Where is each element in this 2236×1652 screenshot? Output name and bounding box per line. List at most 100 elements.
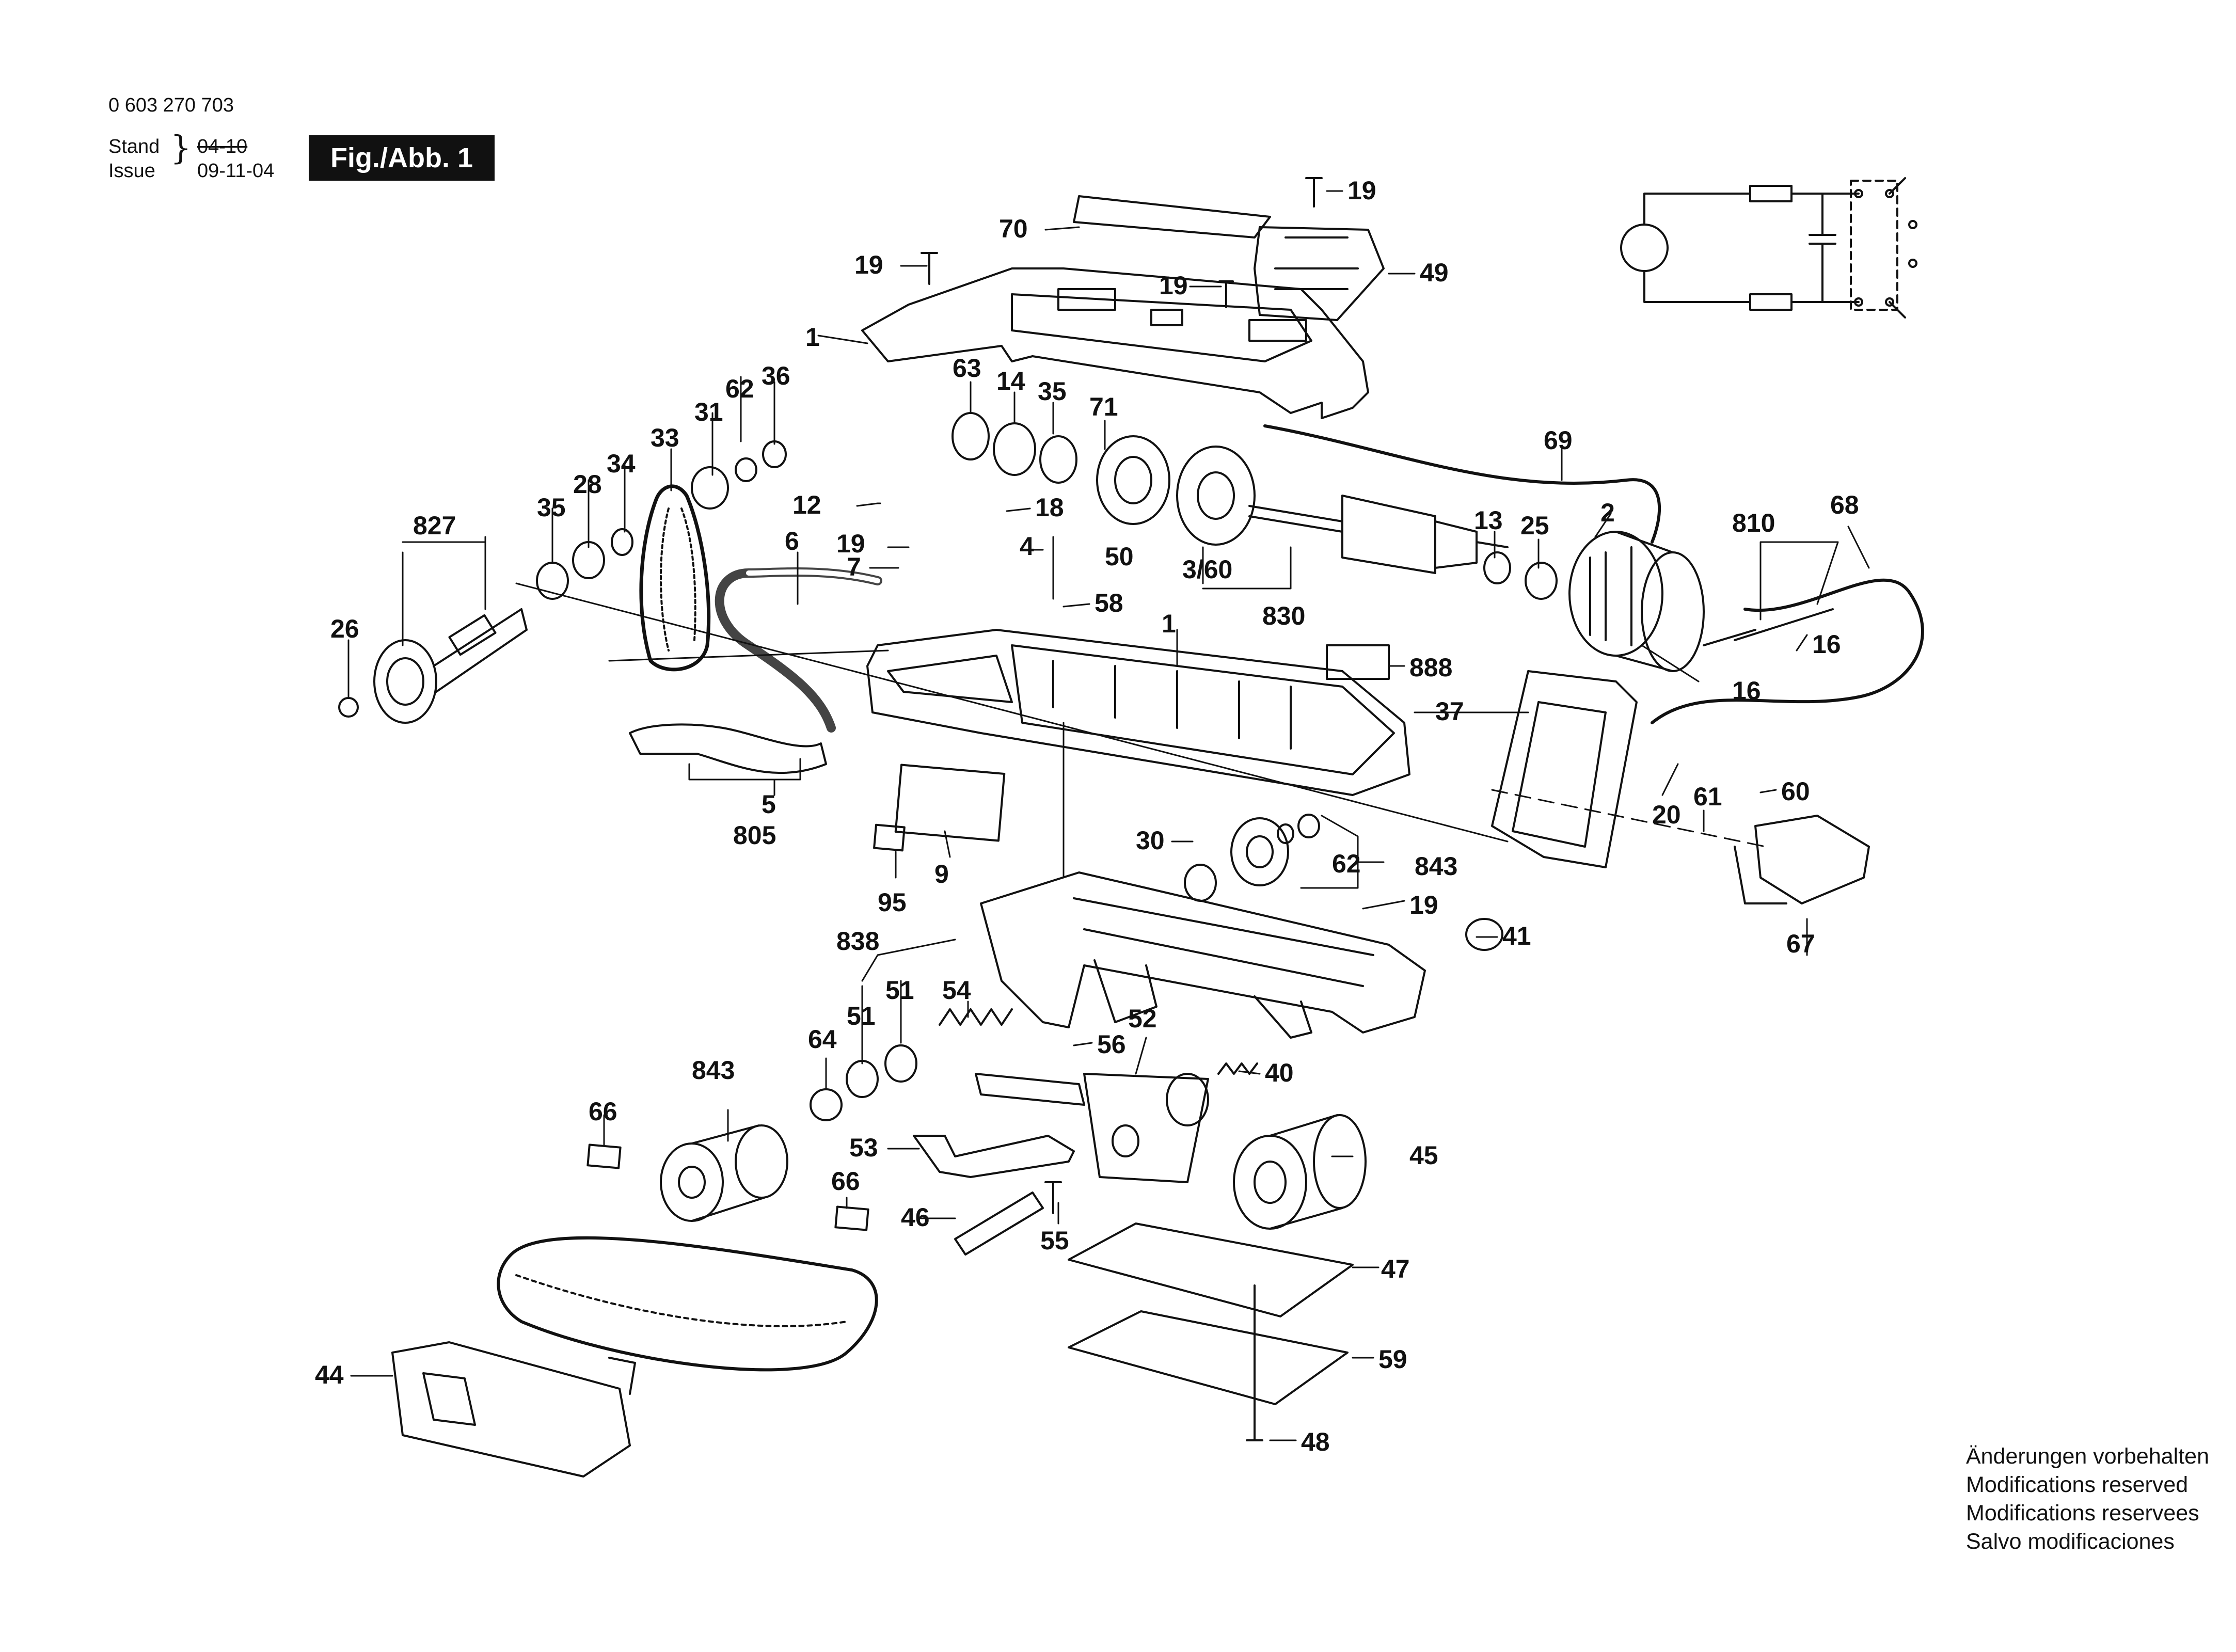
stand-value: 04-10 [197, 136, 248, 157]
callout: 35 [537, 493, 566, 522]
callout: 50 [1105, 542, 1134, 571]
callout: 26 [330, 614, 359, 643]
callout: 54 [942, 976, 971, 1005]
callout: 888 [1409, 653, 1452, 682]
tension-lever [975, 1073, 1085, 1106]
callout: 18 [1035, 493, 1064, 522]
dust-box [391, 1341, 631, 1478]
callout: 14 [996, 367, 1025, 395]
callout: 67 [1786, 929, 1815, 958]
callout: 60 [1781, 777, 1810, 806]
callout: 49 [1420, 258, 1449, 287]
callout: 810 [1732, 509, 1775, 537]
part-number: 0 603 270 703 [108, 94, 234, 116]
callout: 19 [854, 250, 883, 279]
housing-main [866, 629, 1410, 796]
header-brace: } [170, 129, 192, 167]
callout: 59 [1378, 1345, 1407, 1374]
callout: 44 [315, 1360, 344, 1389]
callout: 51 [885, 976, 914, 1005]
callout: 4 [1020, 532, 1034, 561]
note-de: Änderungen vorbehalten [1966, 1444, 2209, 1469]
callout: 805 [733, 821, 776, 850]
housing-top-cover [861, 267, 1369, 419]
callout: 20 [1652, 800, 1681, 829]
callout: 53 [849, 1133, 878, 1162]
brush-cover [1073, 195, 1271, 239]
callout: 34 [607, 449, 636, 478]
callout: 830 [1262, 601, 1305, 630]
side-cover [1491, 670, 1638, 868]
adjustment-knob [1465, 918, 1503, 951]
pulley-shaft [373, 608, 528, 724]
callout: 25 [1520, 511, 1549, 540]
callout: 3/60 [1182, 555, 1232, 584]
callout: 37 [1435, 697, 1464, 726]
callout: 66 [831, 1167, 860, 1196]
callout: 46 [901, 1203, 930, 1232]
pin [954, 1192, 1044, 1256]
callout: 843 [1415, 852, 1457, 881]
sanding-belt [497, 1236, 878, 1372]
end-cap [1254, 226, 1385, 321]
front-roller [1233, 1114, 1367, 1230]
callout: 69 [1544, 426, 1573, 455]
callout: 63 [953, 354, 981, 383]
callout: 19 [836, 529, 865, 558]
callout: 35 [1038, 377, 1067, 406]
callout: 68 [1830, 490, 1859, 519]
drive-belt [639, 484, 711, 672]
fan [1176, 446, 1256, 546]
callout: 2 [1600, 498, 1615, 527]
callout: 827 [413, 511, 456, 540]
callout: 51 [847, 1002, 876, 1030]
drive-gear [1230, 817, 1289, 886]
issue-label: Issue [108, 160, 155, 182]
callout: 19 [1347, 176, 1376, 205]
callout: 16 [1812, 630, 1841, 659]
callout: 45 [1409, 1141, 1438, 1170]
callout: 58 [1095, 589, 1123, 617]
callout: 13 [1474, 506, 1503, 535]
base-frame [980, 871, 1426, 1039]
callout: 33 [651, 423, 679, 452]
callout: 62 [1332, 849, 1361, 878]
note-fr: Modifications reservees [1966, 1501, 2199, 1526]
callout: 28 [573, 470, 602, 499]
callout: 12 [792, 490, 821, 519]
graphite-plate [1068, 1222, 1354, 1317]
callout: 7 [847, 552, 861, 581]
callout: 62 [725, 374, 754, 403]
callout: 843 [692, 1056, 735, 1085]
power-plug [629, 723, 827, 774]
callout: 1 [805, 323, 820, 352]
callout: 70 [999, 214, 1028, 243]
callout: 31 [694, 398, 723, 426]
callout: 52 [1128, 1004, 1157, 1033]
callout: 1 [1162, 609, 1176, 638]
callout: 95 [878, 888, 907, 917]
gear [1096, 435, 1170, 525]
base-plate [1068, 1310, 1349, 1405]
stator [1568, 531, 1705, 672]
armature [1248, 495, 1509, 574]
spring [939, 1008, 1013, 1026]
issue-value: 09-11-04 [197, 160, 275, 182]
callout: 47 [1381, 1254, 1410, 1283]
callout: 19 [1409, 891, 1438, 919]
callout: 48 [1301, 1427, 1330, 1456]
callout: 61 [1693, 782, 1722, 811]
callout: 16 [1732, 676, 1761, 705]
callout: 5 [762, 790, 776, 819]
rear-roller [660, 1124, 788, 1222]
callout: 66 [589, 1097, 617, 1126]
callout: 55 [1040, 1226, 1069, 1255]
callout: 19 [1159, 271, 1188, 300]
callout: 838 [836, 927, 879, 956]
callout: 6 [785, 527, 799, 555]
wiring-schematic [1620, 177, 1917, 319]
callout: 71 [1089, 392, 1118, 421]
callout: 56 [1097, 1030, 1126, 1059]
callout: 9 [934, 860, 949, 888]
